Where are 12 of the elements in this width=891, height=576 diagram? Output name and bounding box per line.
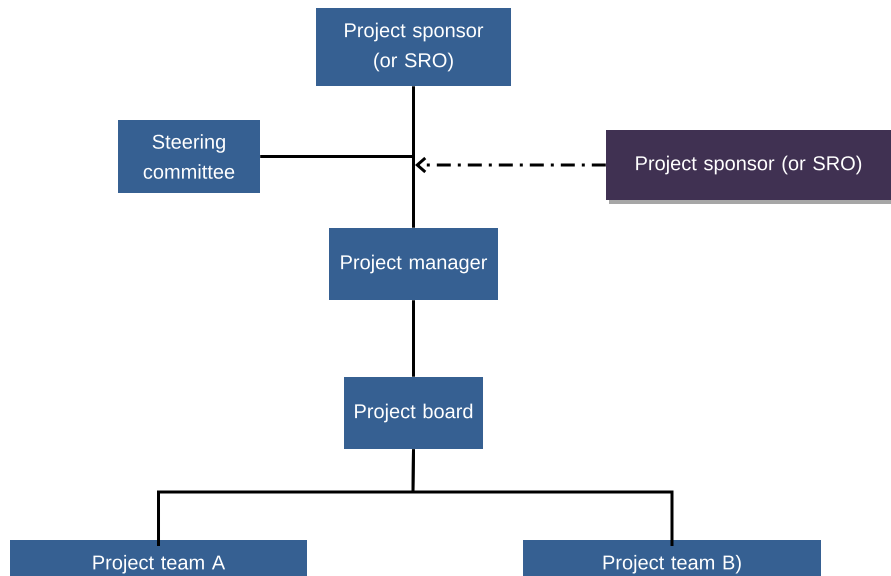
org-box: Project board [344,377,483,449]
org-box: Project team B) [523,540,821,576]
connector-line [260,155,413,158]
connector-line [412,86,415,228]
connector-line [412,300,415,377]
org-box: Project sponsor (or SRO) [606,130,891,204]
org-box: Project manager [329,228,498,300]
org-box: Project team A [10,540,307,576]
connector-line [415,156,606,174]
org-box: Steering committee [118,120,260,193]
org-box: Project sponsor (or SRO) [316,8,511,86]
connector-line [411,449,674,546]
